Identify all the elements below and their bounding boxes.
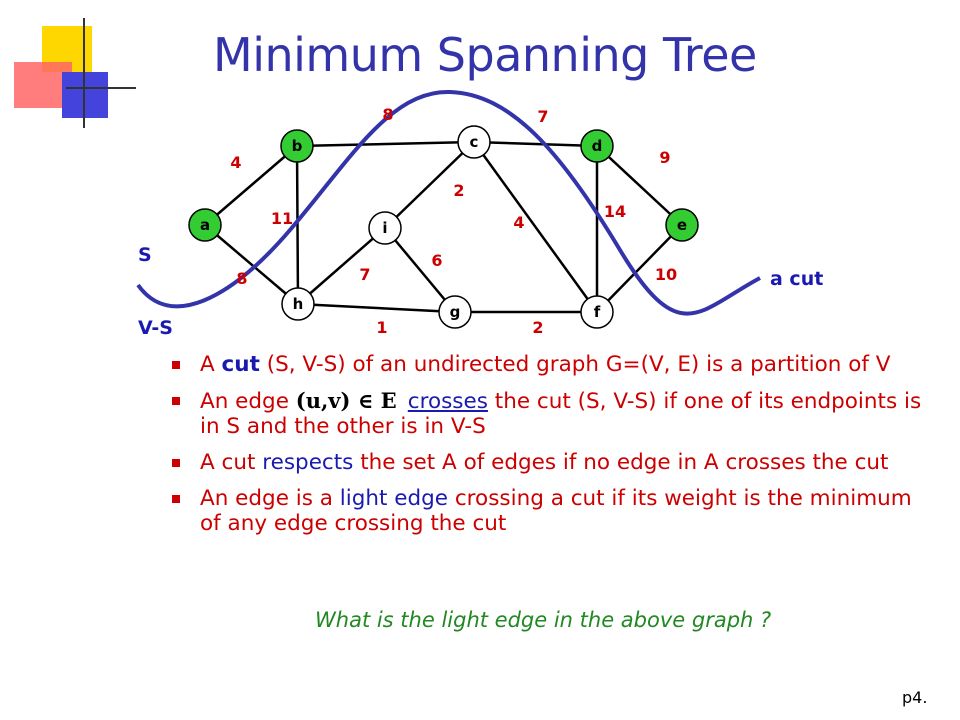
label-v-minus-s: V-S [138, 317, 173, 339]
corner-decoration [0, 0, 136, 130]
deco-horizontal-line [66, 87, 136, 89]
node-h: h [281, 287, 315, 321]
node-label: i [382, 219, 387, 237]
node-label: f [594, 303, 601, 321]
node-circle [281, 287, 315, 321]
node-circle [457, 125, 491, 159]
node-label: b [292, 137, 303, 155]
bullet-list: A cut (S, V-S) of an undirected graph G=… [172, 352, 932, 547]
bullet-crosses-definition: An edge (u,v) ∈ E crosses the cut (S, V-S… [172, 388, 932, 439]
text: (S, V-S) of an undirected graph G=(V, E)… [259, 352, 891, 377]
node-d: d [580, 129, 614, 163]
term-respects: respects [262, 450, 354, 475]
bullet-marker [172, 361, 180, 369]
edge-e-f [596, 224, 683, 313]
edge-d-e [596, 145, 683, 226]
text: A [200, 352, 222, 377]
bullet-marker [172, 459, 180, 467]
node-label: g [450, 303, 461, 321]
weight-a-h: 8 [236, 269, 247, 288]
formula-edge-in-e: (u,v) ∈ E [295, 388, 397, 413]
edge-b-h [295, 145, 300, 305]
edge-c-i [384, 141, 475, 229]
edge-c-f [472, 141, 599, 313]
node-f: f [580, 295, 614, 329]
weight-a-b: 4 [230, 153, 241, 172]
node-label: c [470, 133, 479, 151]
weight-d-e: 9 [659, 148, 670, 167]
bullet-respects-definition: A cut respects the set A of edges if no … [172, 450, 932, 475]
edge-a-b [204, 145, 298, 226]
nodes-layer: a b c d e i h g f [188, 125, 699, 329]
bullet-marker [172, 495, 180, 503]
term-light: light [339, 486, 388, 511]
node-circle [438, 295, 472, 329]
weight-d-f: 14 [604, 202, 626, 221]
weight-i-h: 7 [359, 265, 370, 284]
question-text: What is the light edge in the above grap… [315, 608, 772, 632]
text: An edge is a [200, 486, 340, 511]
node-a: a [188, 208, 222, 242]
weights-layer: 4 8 7 9 11 8 2 4 14 10 7 6 1 2 [230, 105, 677, 337]
term-edge: edge [394, 486, 449, 511]
page-title: Minimum Spanning Tree [213, 28, 757, 82]
node-label: h [293, 295, 304, 313]
term-crosses: crosses [407, 389, 488, 414]
edge-i-g [384, 227, 456, 313]
weight-i-g: 6 [431, 251, 442, 270]
node-b: b [280, 129, 314, 163]
weight-b-h: 11 [271, 209, 293, 228]
weight-h-g: 1 [376, 318, 387, 337]
text: the cut (S, V-S) if one of its endpoints… [200, 389, 922, 439]
node-circle [665, 208, 699, 242]
bullet-cut-definition: A cut (S, V-S) of an undirected graph G=… [172, 352, 932, 377]
weight-c-i: 2 [453, 181, 464, 200]
edge-b-c [296, 140, 475, 148]
bullet-light-edge-definition: An edge is a light edge crossing a cut i… [172, 486, 932, 536]
node-g: g [438, 295, 472, 329]
node-circle [580, 295, 614, 329]
weight-b-c: 8 [382, 105, 393, 124]
edge-h-g [297, 302, 456, 314]
node-label: d [592, 137, 603, 155]
label-s: S [138, 244, 152, 266]
label-a-cut: a cut [770, 268, 824, 290]
node-circle [580, 129, 614, 163]
text: A cut [200, 450, 263, 475]
edge-a-h [204, 224, 299, 305]
node-circle [280, 129, 314, 163]
edge-i-h [297, 227, 386, 305]
page-number: p4. [902, 688, 928, 707]
weight-g-f: 2 [532, 318, 543, 337]
deco-blue-square [62, 72, 108, 118]
node-label: e [677, 216, 687, 234]
bullet-marker [172, 397, 180, 405]
node-i: i [368, 211, 402, 245]
text: An edge [200, 389, 296, 414]
node-label: a [200, 216, 210, 234]
weight-e-f: 10 [655, 265, 677, 284]
graph-diagram: a b c d e i h g f 4 8 7 9 11 8 2 4 14 10 7 6 1 2 [136, 89, 761, 337]
deco-vertical-line [83, 18, 85, 128]
text: crossing a cut if its weight is the mini… [200, 486, 912, 536]
weight-c-f: 4 [513, 213, 524, 232]
cut-curve [136, 89, 761, 316]
weight-c-d: 7 [537, 107, 548, 126]
edges-layer [204, 140, 683, 314]
node-circle [368, 211, 402, 245]
term-cut: cut [221, 352, 260, 377]
text: the set A of edges if no edge in A cross… [353, 450, 889, 475]
node-e: e [665, 208, 699, 242]
edge-c-d [473, 140, 598, 148]
node-c: c [457, 125, 491, 159]
node-circle [188, 208, 222, 242]
